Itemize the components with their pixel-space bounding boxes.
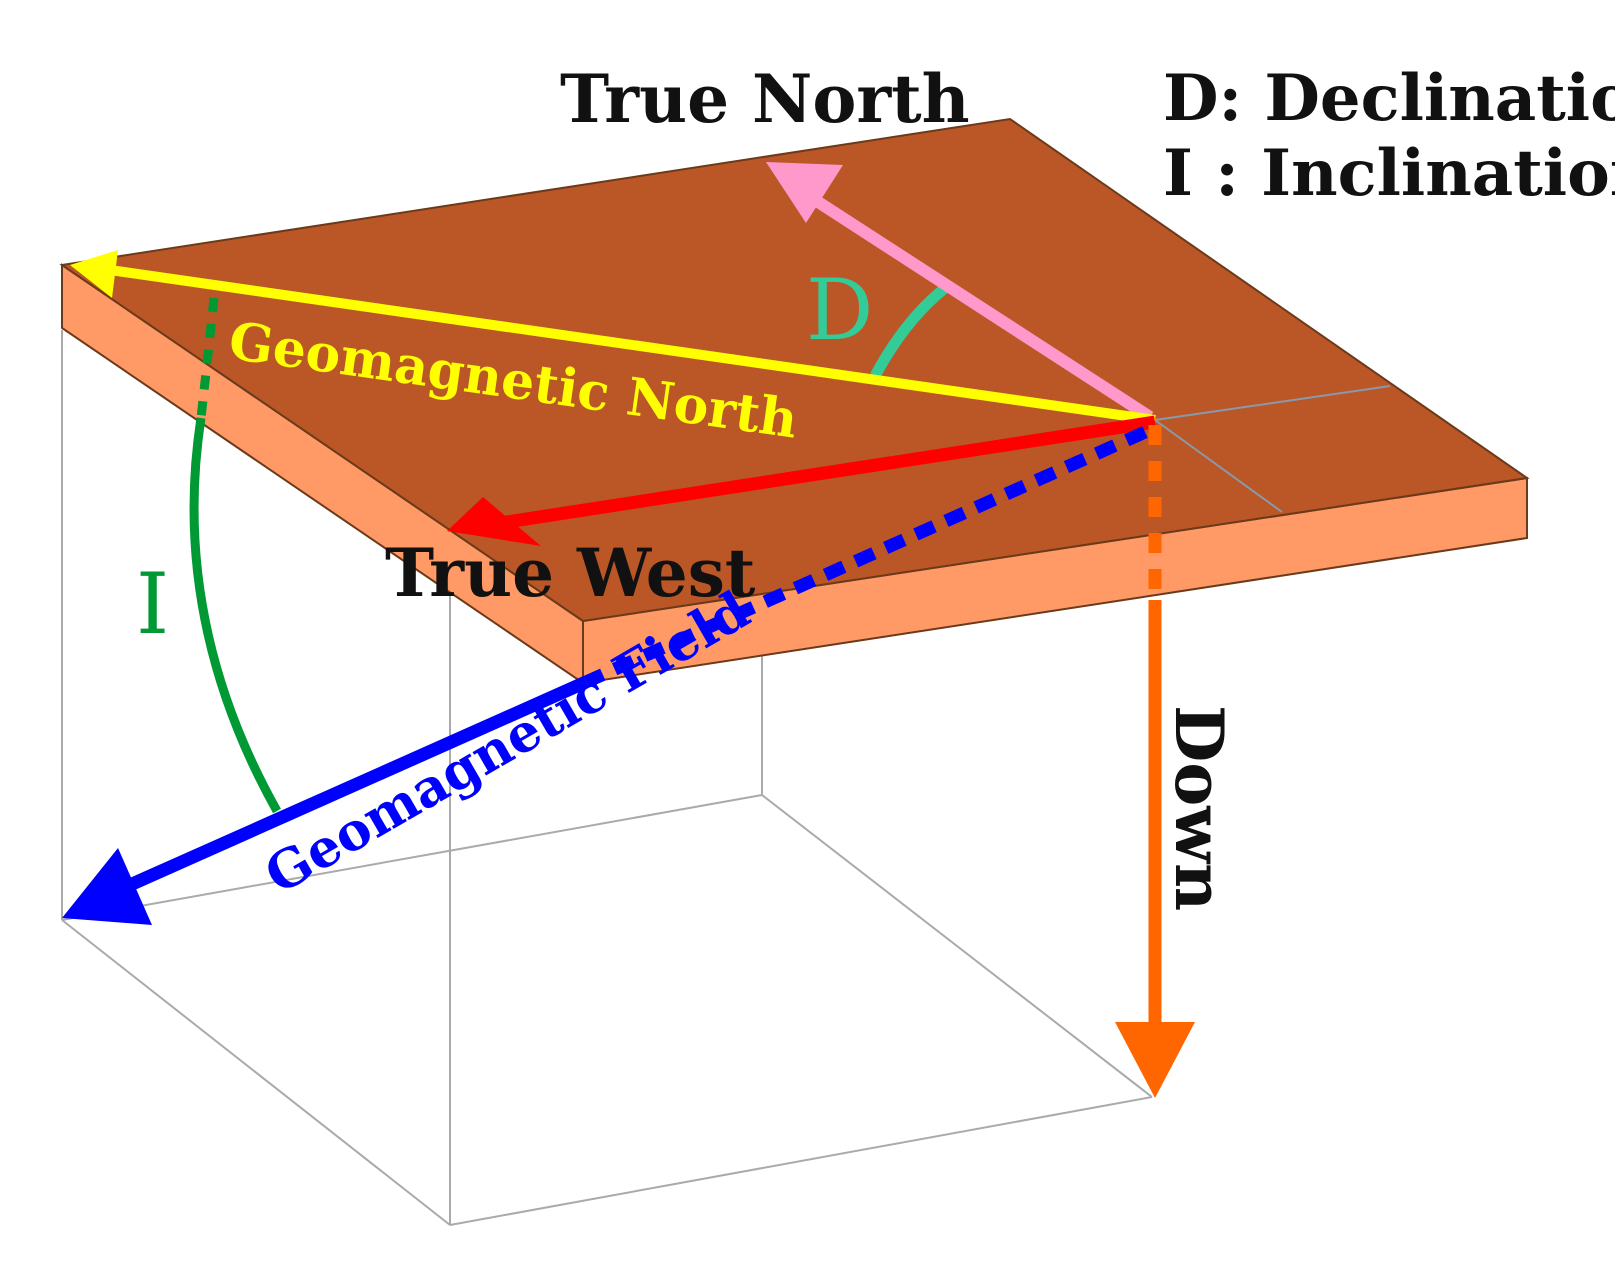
true-west-arrowhead <box>447 497 541 546</box>
down-arrow <box>1115 425 1195 1098</box>
plate-guide-line-east <box>1154 385 1391 421</box>
geomagnetic-field-arrow <box>62 426 1148 925</box>
geomagnetic-field-arrow-shaft <box>127 676 589 891</box>
true-west-arrow-shaft <box>499 415 1156 530</box>
inclination-arc-visible <box>189 417 281 814</box>
underground-box <box>61 330 1153 1226</box>
legend-declination: D: Declination <box>1163 61 1615 136</box>
plate-guide-line-south <box>1154 419 1283 513</box>
geomagnetic-north-arrow <box>70 250 1156 425</box>
inclination-arc-hidden <box>196 297 219 419</box>
box-edge-right-bottom <box>449 1096 1153 1226</box>
true-north-label: True North <box>560 60 970 138</box>
inclination-arc <box>189 297 281 814</box>
geomagnetic-north-arrowhead <box>70 250 118 298</box>
true-north-arrow-shaft <box>808 192 1154 423</box>
true-north-arrow <box>766 162 1154 423</box>
inclination-symbol-label: I <box>136 555 169 653</box>
box-edge-front-bottom <box>61 919 451 1226</box>
true-north-arrowhead <box>766 162 843 223</box>
true-west-label: True West <box>385 534 756 612</box>
declination-symbol-label: D <box>806 261 873 359</box>
down-arrowhead <box>1115 1022 1195 1098</box>
legend-inclination: I : Inclination <box>1163 136 1615 211</box>
box-edge-inner-diagonal <box>761 794 1153 1098</box>
box-edge-back-bottom <box>61 794 763 921</box>
true-west-arrow <box>447 415 1156 546</box>
geomagnetic-field-arrowhead <box>62 848 152 925</box>
geomagnetic-north-arrow-shaft <box>109 265 1156 425</box>
down-label: Down <box>1160 705 1238 911</box>
declination-arc <box>870 283 949 379</box>
geomagnetic-field-arrow-hidden <box>583 426 1148 688</box>
